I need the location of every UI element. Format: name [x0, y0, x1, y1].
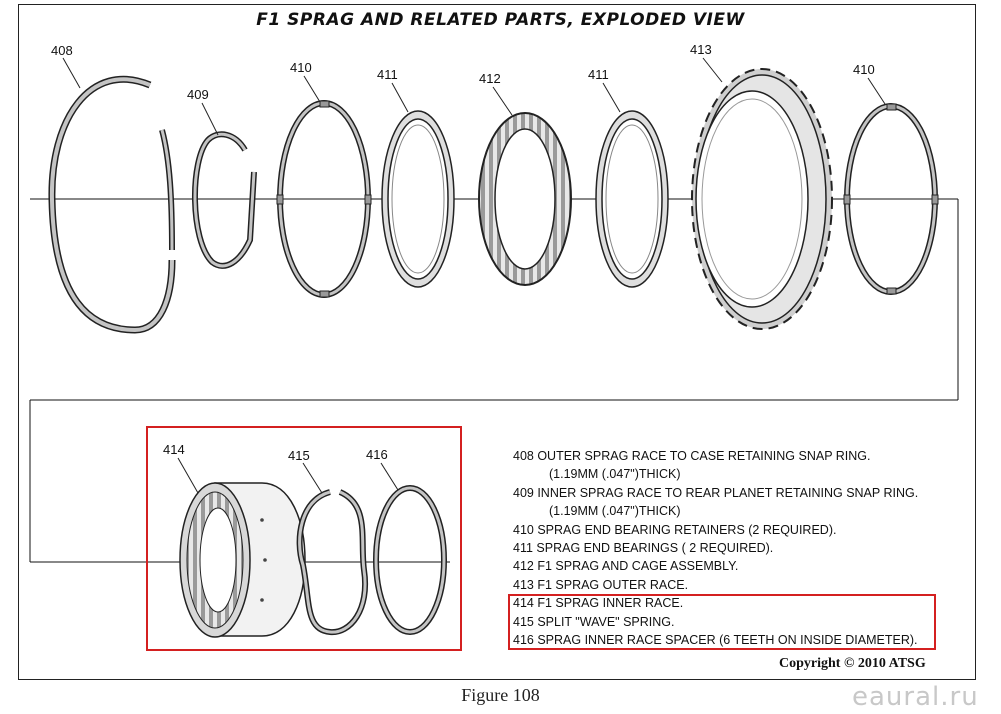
inner-race-spacer-416 — [373, 485, 447, 635]
parts-legend: 408 OUTER SPRAG RACE TO CASE RETAINING S… — [513, 447, 953, 649]
part-label-412: 412 — [479, 71, 501, 86]
diagram-title: F1 SPRAG AND RELATED PARTS, EXPLODED VIE… — [256, 10, 745, 30]
part-label-415: 415 — [288, 448, 310, 463]
part-label-410-right: 410 — [853, 62, 875, 77]
legend-item: 416 SPRAG INNER RACE SPACER (6 TEETH ON … — [513, 633, 918, 648]
legend-item: 415 SPLIT "WAVE" SPRING. — [513, 614, 675, 629]
copyright-notice: Copyright © 2010 ATSG — [779, 656, 926, 671]
sprag-inner-race-414 — [179, 482, 306, 638]
legend-item: 412 F1 SPRAG AND CAGE ASSEMBLY. — [513, 559, 739, 574]
watermark: eaural.ru — [852, 682, 979, 712]
sprag-outer-race-413 — [691, 68, 833, 330]
part-label-416: 416 — [366, 447, 388, 462]
split-wave-spring-415 — [296, 489, 369, 636]
figure-caption: Figure 108 — [461, 685, 540, 705]
legend-item: 409 INNER SPRAG RACE TO REAR PLANET RETA… — [513, 485, 919, 500]
part-label-409: 409 — [187, 87, 209, 102]
part-label-414: 414 — [163, 442, 185, 457]
leader-lines-top — [62, 57, 886, 136]
sprag-end-bearing-411-left — [381, 110, 455, 288]
snap-ring-408 — [48, 75, 176, 334]
legend-item: 408 OUTER SPRAG RACE TO CASE RETAINING S… — [513, 449, 871, 463]
diagram-frame — [18, 4, 976, 680]
sprag-cage-assembly-412 — [478, 112, 572, 286]
legend-item: (1.19MM (.047")THICK) — [549, 504, 681, 519]
part-label-411-right: 411 — [588, 67, 609, 82]
part-label-408: 408 — [51, 43, 73, 58]
legend-item: 410 SPRAG END BEARING RETAINERS (2 REQUI… — [513, 522, 837, 537]
legend-item: 413 F1 SPRAG OUTER RACE. — [513, 577, 689, 592]
highlight-box-parts — [146, 426, 462, 651]
legend-item: 411 SPRAG END BEARINGS ( 2 REQUIRED). — [513, 541, 774, 556]
legend-item: 414 F1 SPRAG INNER RACE. — [513, 596, 684, 611]
part-label-413: 413 — [690, 42, 712, 57]
snap-ring-409 — [192, 131, 257, 269]
leader-lines-bottom — [177, 457, 399, 494]
sprag-end-bearing-411-right — [595, 110, 669, 288]
bearing-retainer-410-right — [843, 103, 939, 295]
part-label-411-left: 411 — [377, 67, 398, 82]
bearing-retainer-410-left — [276, 100, 372, 298]
legend-item: (1.19MM (.047")THICK) — [549, 467, 681, 482]
part-label-410-left: 410 — [290, 60, 312, 75]
highlight-box-legend — [508, 594, 936, 650]
